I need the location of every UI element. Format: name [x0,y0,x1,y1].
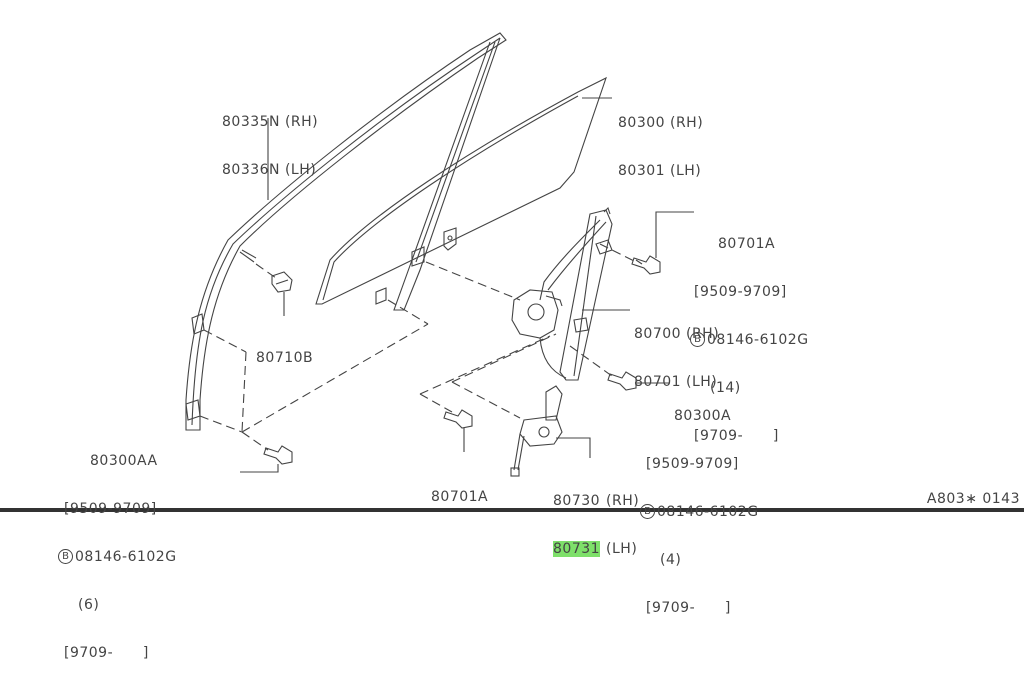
bolt-top-alt-part: 08146-6102G [707,332,809,348]
bolt-80300AA [263,445,293,465]
bolt-top-range1: [9509-9709] [694,284,787,300]
bolt-left-part: 80300AA [90,453,158,469]
nut-part: 80710B [256,350,314,366]
regulator-part-lh: 80701 (LH) [634,374,718,390]
door-glass [315,76,607,305]
regulator-part-rh: 80700 (RH) [634,326,720,342]
bolt-80300A [607,371,637,391]
bolt-top-qty: (14) [710,380,741,396]
bolt-left-range1: [9509-9709] [64,501,157,517]
glass-part-rh: 80300 (RH) [618,115,704,131]
parts-diagram-drawing [185,32,694,477]
leader-80300AA [240,464,279,473]
motor-part-rh: 80730 [553,493,601,509]
label-sash: 80335N (RH) 80336N (LH) [222,82,318,194]
label-glass: 80300 (RH) 80301 (LH) [618,83,703,195]
label-bolt-bottom: 80701A [431,457,488,521]
label-nut: 80710B [256,318,313,382]
bolt-left-alt-part: 08146-6102G [75,549,177,565]
motor-part-lh-highlighted[interactable]: 80731 [553,541,601,557]
sash-part-lh: 80336N (LH) [222,162,317,178]
b-badge-icon: B [58,549,73,564]
sheet-id: A803∗ 0143 [926,491,1020,507]
bolt-80701A-top [631,255,661,275]
label-regulator: 80700 (RH) 80701 (LH) [634,294,719,406]
bolt-mid-alt-part: 08146-6102G [657,504,759,520]
bolt-mid-part: 80300A [674,408,732,424]
alignment-dashes [199,243,637,451]
motor-side-lh: (LH) [606,541,638,557]
label-motor: 80730 (RH) 80731 (LH) [553,461,639,573]
regulator-motor [510,385,563,477]
bolt-bottom-part: 80701A [431,489,489,505]
leader-80701A-top [655,211,694,258]
motor-side-rh: (RH) [606,493,640,509]
door-sash [185,32,507,431]
bolt-mid-qty: (4) [660,552,682,568]
bolt-80701A-bottom [443,409,473,429]
bottom-border [0,508,1024,512]
bolt-mid-range1: [9509-9709] [646,456,739,472]
nut-80710B [271,271,293,293]
bolt-mid-range2: [9709- ] [646,600,731,616]
bolt-top-part: 80701A [718,236,776,252]
window-regulator [511,206,613,381]
sash-screw [239,249,257,263]
glass-part-lh: 80301 (LH) [618,163,702,179]
bolt-top-range2: [9709- ] [694,428,779,444]
bolt-left-range2: [9709- ] [64,645,149,661]
bolt-left-qty: (6) [78,597,100,613]
leader-motor [556,437,591,458]
sash-part-rh: 80335N (RH) [222,114,319,130]
b-badge-icon: B [690,332,705,347]
